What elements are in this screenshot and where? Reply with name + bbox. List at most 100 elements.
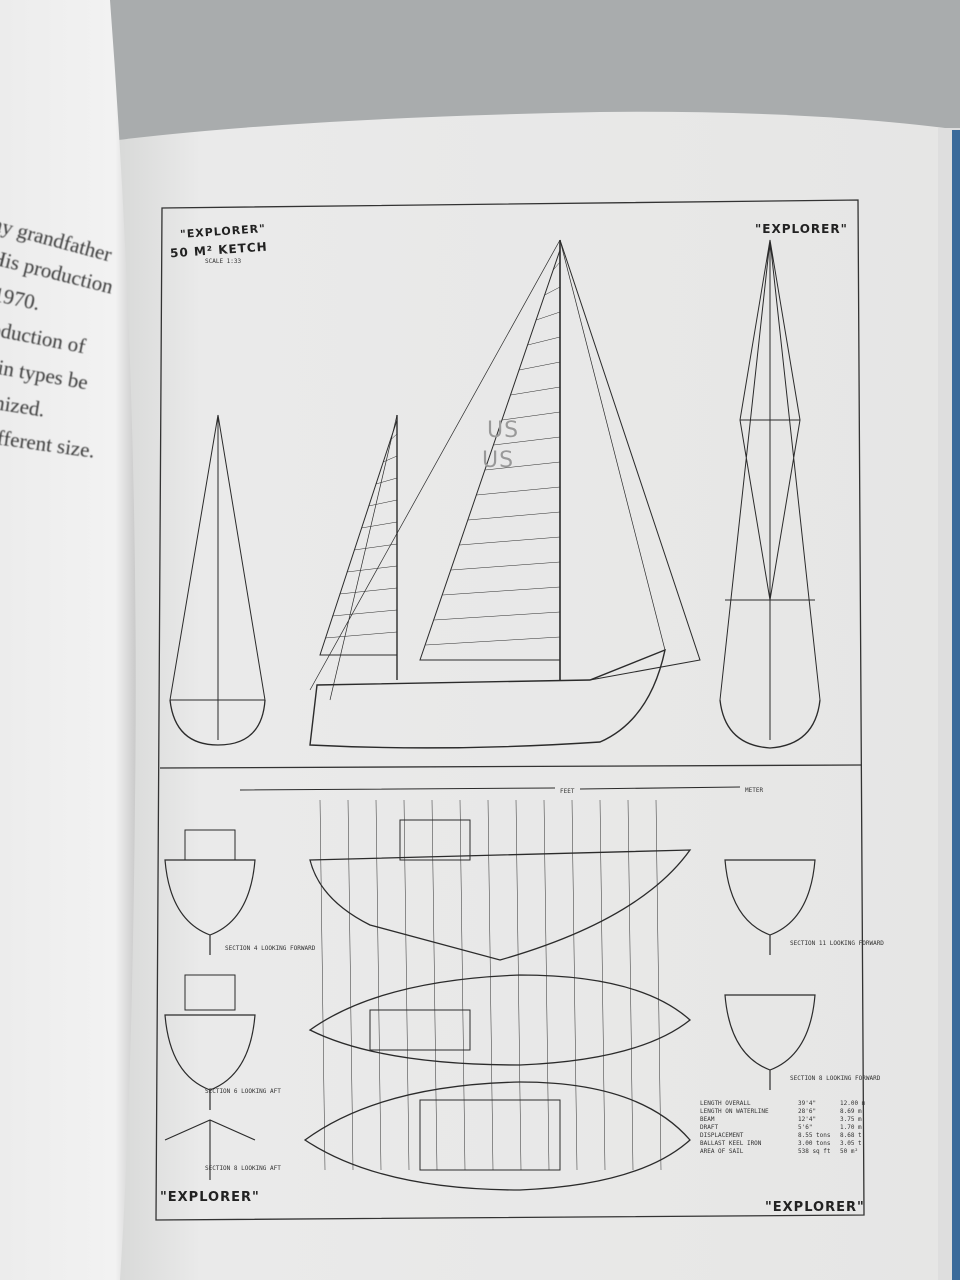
station-line (375, 799, 382, 1171)
spec-imperial: 8.55 tons (798, 1132, 831, 1139)
left-page (0, 0, 136, 1280)
sail-seam (383, 455, 398, 463)
sail-seam (468, 511, 561, 521)
aft-view-rig (169, 414, 266, 740)
sail-seam (339, 587, 398, 595)
station-line (599, 799, 606, 1171)
sail-seam (325, 631, 398, 639)
spec-imperial: 538 sq ft (798, 1148, 831, 1155)
title-bottom-right: "EXPLORER" (765, 1200, 865, 1215)
spec-metric: 50 m² (840, 1148, 859, 1155)
scale-unit: FEET (560, 788, 575, 795)
station-line (459, 799, 466, 1171)
spec-metric: 3.05 t (840, 1140, 862, 1147)
spec-imperial: 28'6" (798, 1108, 817, 1115)
aft-view-hull (169, 699, 266, 746)
spec-imperial: 12'4" (798, 1116, 817, 1123)
sail-seam (459, 536, 561, 546)
sail-mark: US (482, 448, 515, 473)
mizzen-sail (319, 419, 398, 656)
sail-seam (332, 609, 398, 617)
sail-seam (502, 411, 561, 421)
section-8-aft (164, 1119, 256, 1180)
accommodation-plan (303, 1081, 691, 1191)
spec-label: AREA OF SAIL (700, 1148, 744, 1155)
scale-unit: METER (745, 787, 764, 794)
scale-bar (239, 786, 741, 791)
sail-seam (527, 336, 561, 346)
station-line (403, 799, 410, 1171)
spec-label: DRAFT (700, 1124, 719, 1131)
rigging (309, 239, 666, 701)
spec-label: BEAM (700, 1116, 715, 1123)
deckhouse (399, 819, 471, 861)
station-line (571, 799, 578, 1171)
station-line (655, 799, 662, 1171)
section-11 (724, 859, 816, 955)
ketch-drawings (164, 239, 821, 1191)
hull-profile (309, 648, 666, 749)
spec-label: BALLAST KEEL IRON (700, 1140, 762, 1147)
section-label: SECTION 6 LOOKING AFT (205, 1088, 281, 1095)
title-bottom-left: "EXPLORER" (160, 1190, 260, 1205)
spec-metric: 8.68 t (840, 1132, 862, 1139)
sail-seam (485, 461, 561, 471)
station-line (487, 799, 494, 1171)
sail-seam (375, 477, 398, 485)
station-line (319, 799, 326, 1171)
sail-seam (361, 521, 398, 529)
sail-seam (390, 433, 398, 441)
section-label: SECTION 8 LOOKING FORWARD (790, 1075, 881, 1082)
drawing-frame (155, 199, 865, 1221)
deck-plan (308, 974, 692, 1066)
sail-seam (493, 436, 561, 446)
spec-imperial: 3.00 tons (798, 1140, 831, 1147)
front-view-rig (719, 239, 821, 740)
section-4 (164, 859, 256, 955)
spec-metric: 12.00 m (840, 1100, 866, 1107)
station-line (431, 799, 438, 1171)
sail-seam (476, 486, 561, 496)
section-label: SECTION 8 LOOKING AFT (205, 1165, 281, 1172)
spec-metric: 1.70 m (840, 1124, 862, 1131)
scale-note: SCALE 1:33 (205, 258, 242, 265)
station-line (347, 799, 354, 1171)
spec-metric: 3.75 m (840, 1116, 862, 1123)
spec-imperial: 39'4" (798, 1100, 817, 1107)
station-line (543, 799, 550, 1171)
cover-blue-edge (952, 130, 960, 1280)
sail-seam (442, 586, 561, 596)
interior-profile (309, 849, 692, 961)
sail-seam (368, 499, 398, 507)
jib (559, 239, 701, 681)
section-6 (164, 1014, 256, 1110)
spec-label: LENGTH OVERALL (700, 1100, 751, 1107)
sail-seam (544, 286, 561, 296)
spec-label: LENGTH ON WATERLINE (700, 1108, 769, 1115)
sail-seam (451, 561, 561, 571)
sail-seam (519, 361, 561, 371)
section-8-forward (724, 994, 816, 1090)
spec-metric: 8.69 m (840, 1108, 862, 1115)
spec-label: DISPLACEMENT (700, 1132, 744, 1139)
sail-seam (553, 261, 561, 271)
interior-detail (369, 1009, 561, 1171)
mainsail (419, 249, 561, 661)
sail-seam (536, 311, 561, 321)
sail-seam (354, 543, 398, 551)
sail-seam (434, 611, 561, 621)
sail-mark: US (487, 418, 520, 443)
section-cabin (184, 829, 236, 1011)
sail-seam (425, 636, 561, 646)
spec-imperial: 5'6" (798, 1124, 813, 1131)
sail-seam (510, 386, 561, 396)
section-label: SECTION 11 LOOKING FORWARD (790, 940, 884, 947)
sail-seam (346, 565, 398, 573)
station-line (627, 799, 634, 1171)
front-view-hull (719, 699, 821, 749)
right-page (118, 111, 948, 1280)
section-label: SECTION 4 LOOKING FORWARD (225, 945, 316, 952)
title-right-top: "EXPLORER" (755, 222, 848, 236)
station-line (515, 799, 522, 1171)
